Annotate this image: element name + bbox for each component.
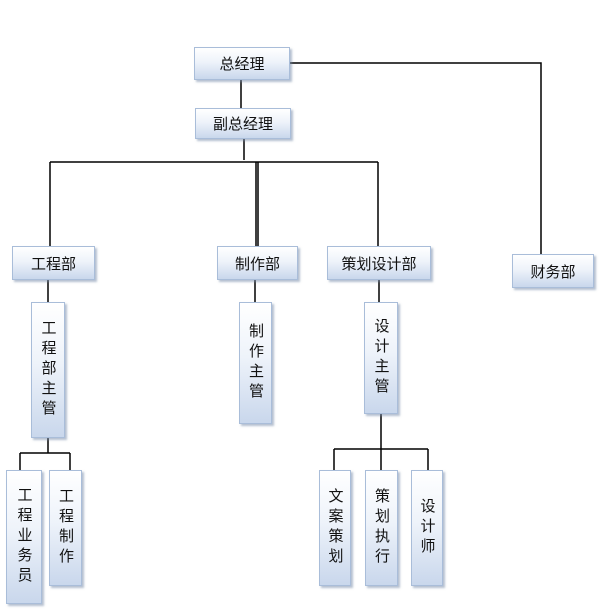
node-label: 总经理 — [219, 55, 265, 73]
node-label: 副总经理 — [212, 115, 273, 133]
node-deputy-general-manager: 副总经理 — [195, 108, 291, 139]
node-label: 工程部主管 — [39, 320, 58, 420]
node-engineering-dept: 工程部 — [12, 246, 95, 280]
node-label: 工程制作 — [57, 488, 75, 568]
node-production-dept: 制作部 — [217, 246, 298, 280]
node-label: 制作部 — [234, 254, 280, 273]
node-designer: 设计师 — [411, 470, 443, 586]
node-label: 文案策划 — [326, 488, 345, 568]
node-label: 工程部 — [30, 254, 76, 273]
node-label: 策划执行 — [373, 488, 391, 568]
node-label: 财务部 — [530, 262, 576, 281]
node-engineering-salesman: 工程业务员 — [6, 470, 42, 604]
node-label: 策划设计部 — [341, 254, 417, 273]
node-design-supervisor: 设计主管 — [364, 302, 398, 414]
node-engineering-supervisor: 工程部主管 — [31, 302, 65, 438]
node-planning-design-dept: 策划设计部 — [327, 246, 431, 280]
node-label: 制作主管 — [247, 323, 265, 403]
node-copywriting-planning: 文案策划 — [319, 470, 351, 586]
node-label: 设计主管 — [372, 318, 391, 398]
node-production-supervisor: 制作主管 — [239, 302, 272, 424]
node-label: 工程业务员 — [15, 487, 34, 587]
node-label: 设计师 — [418, 498, 437, 558]
node-finance-dept: 财务部 — [512, 254, 594, 288]
line-gm-finance — [290, 62, 542, 254]
node-general-manager: 总经理 — [194, 47, 290, 80]
node-planning-execution: 策划执行 — [365, 470, 398, 586]
node-engineering-production: 工程制作 — [49, 470, 82, 586]
